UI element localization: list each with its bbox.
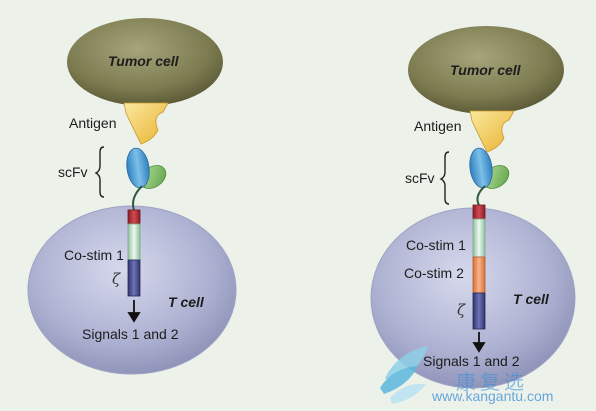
zeta-domain-right	[472, 292, 486, 330]
signal-arrow-left	[127, 300, 141, 323]
watermark-logo	[380, 346, 428, 404]
panel-right	[370, 26, 576, 389]
t-cell-label-left: T cell	[168, 294, 204, 310]
costim-1-domain-right	[472, 218, 486, 258]
antigen-label-right: Antigen	[414, 118, 462, 134]
scfv-label-left: scFv	[58, 164, 88, 180]
tumor-cell-label-left: Tumor cell	[108, 53, 179, 69]
antigen-label-left: Antigen	[69, 115, 117, 131]
panel-left	[27, 18, 237, 375]
signals-label-right: Signals 1 and 2	[423, 353, 520, 369]
hinge-right	[476, 185, 486, 206]
transmembrane-domain-left	[127, 209, 141, 225]
scfv-label-right: scFv	[405, 170, 435, 186]
t-cell-label-right: T cell	[513, 291, 549, 307]
watermark-url: www.kangantu.com	[432, 388, 554, 404]
transmembrane-domain-right	[472, 204, 486, 220]
costim-1-domain-left	[127, 223, 141, 261]
scfv-bracket-right	[439, 151, 450, 205]
zeta-label-left: ζ	[112, 270, 121, 288]
tumor-cell-right	[408, 26, 564, 114]
watermark-logo-text: 康复选	[456, 372, 528, 394]
signal-arrow-right	[472, 332, 486, 353]
signals-label-left: Signals 1 and 2	[82, 326, 179, 342]
antigen-left	[123, 102, 169, 145]
zeta-label-right: ζ	[457, 301, 466, 319]
hinge-left	[132, 185, 143, 211]
costim-2-domain-right	[472, 256, 486, 294]
tumor-cell-label-right: Tumor cell	[450, 62, 521, 78]
scfv-bracket-left	[94, 146, 105, 198]
antigen-right	[469, 110, 515, 153]
tumor-cell-left	[67, 18, 223, 106]
leaf-icon-3	[390, 383, 426, 404]
costim-1-label-left: Co-stim 1	[64, 247, 124, 263]
leaf-icon-2	[380, 366, 418, 394]
zeta-domain-left	[127, 259, 141, 297]
costim-2-label-right: Co-stim 2	[404, 265, 464, 281]
costim-1-label-right: Co-stim 1	[406, 237, 466, 253]
